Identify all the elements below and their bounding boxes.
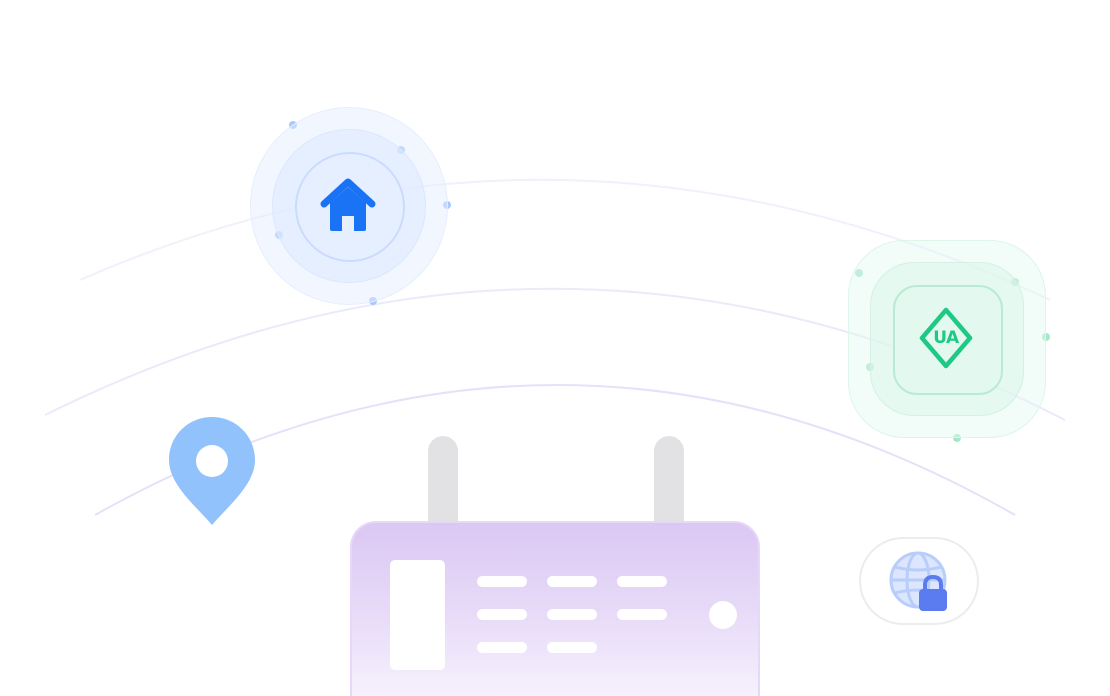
router-status-led: [709, 601, 737, 629]
router-antenna-left: [428, 436, 458, 536]
diamond-icon: [919, 307, 973, 369]
home-icon: [320, 178, 376, 231]
router-port-slot: [547, 609, 597, 620]
router-port-slot: [477, 642, 527, 653]
ua-badge-icon: UA: [918, 306, 974, 370]
globe-lock-icon: [889, 551, 947, 611]
secure-network-badge: [859, 537, 979, 625]
location-pin-icon: [169, 417, 255, 525]
orbit-dot: [953, 434, 961, 442]
arc-outer: [79, 178, 1051, 301]
router-port-slot: [477, 576, 527, 587]
router-display-panel: [390, 560, 445, 670]
ua-label: UA: [933, 328, 959, 348]
router-port-slot: [617, 576, 667, 587]
home-node: [250, 107, 448, 305]
user-agent-node: UA: [848, 240, 1048, 440]
router-antenna-right: [654, 436, 684, 536]
router-port-slot: [547, 642, 597, 653]
orbit-dot: [1042, 333, 1050, 341]
router-port-slot: [547, 576, 597, 587]
router-port-slot: [617, 609, 667, 620]
router-port-slot: [477, 609, 527, 620]
ua-frame-inner: [893, 285, 1003, 395]
router-body: [350, 521, 760, 696]
router-device: [348, 436, 764, 696]
